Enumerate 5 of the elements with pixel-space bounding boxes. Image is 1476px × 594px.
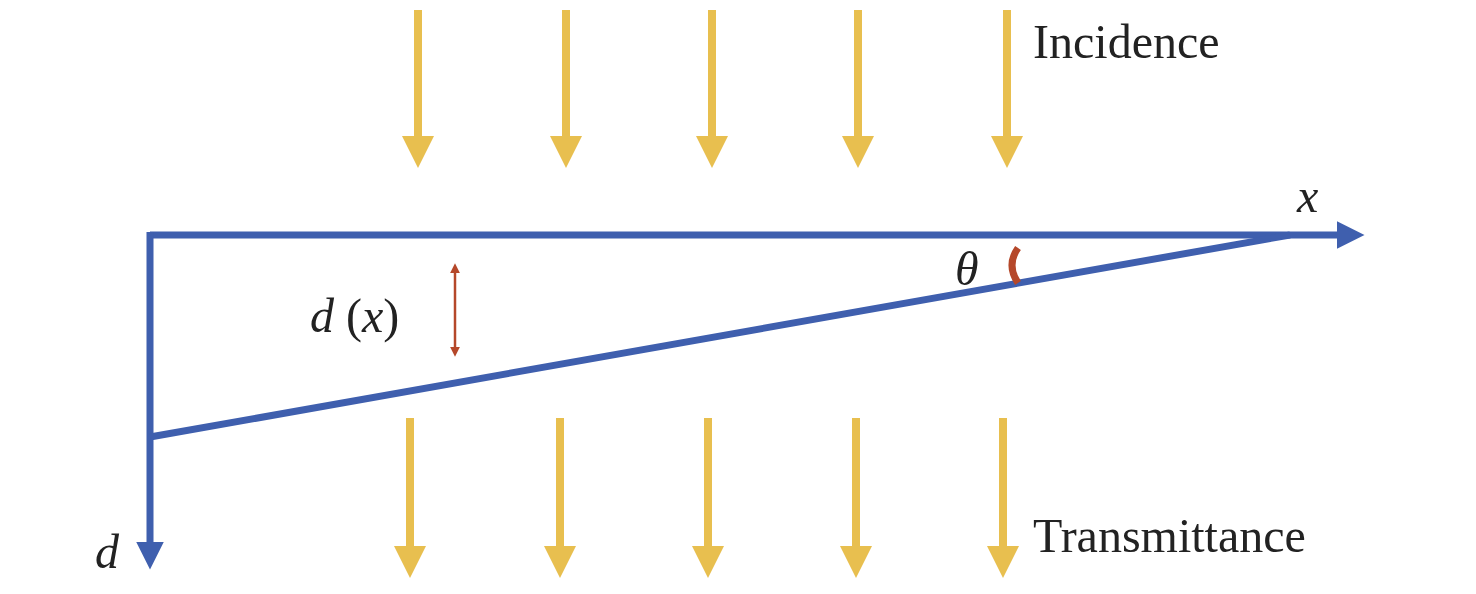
axis-label: x [1297,172,1319,220]
transmittance-label: Transmittance [1033,512,1306,560]
incidence-label: Incidence [1033,18,1220,66]
axis-label: d [95,528,119,576]
angle-label: θ [955,245,979,293]
